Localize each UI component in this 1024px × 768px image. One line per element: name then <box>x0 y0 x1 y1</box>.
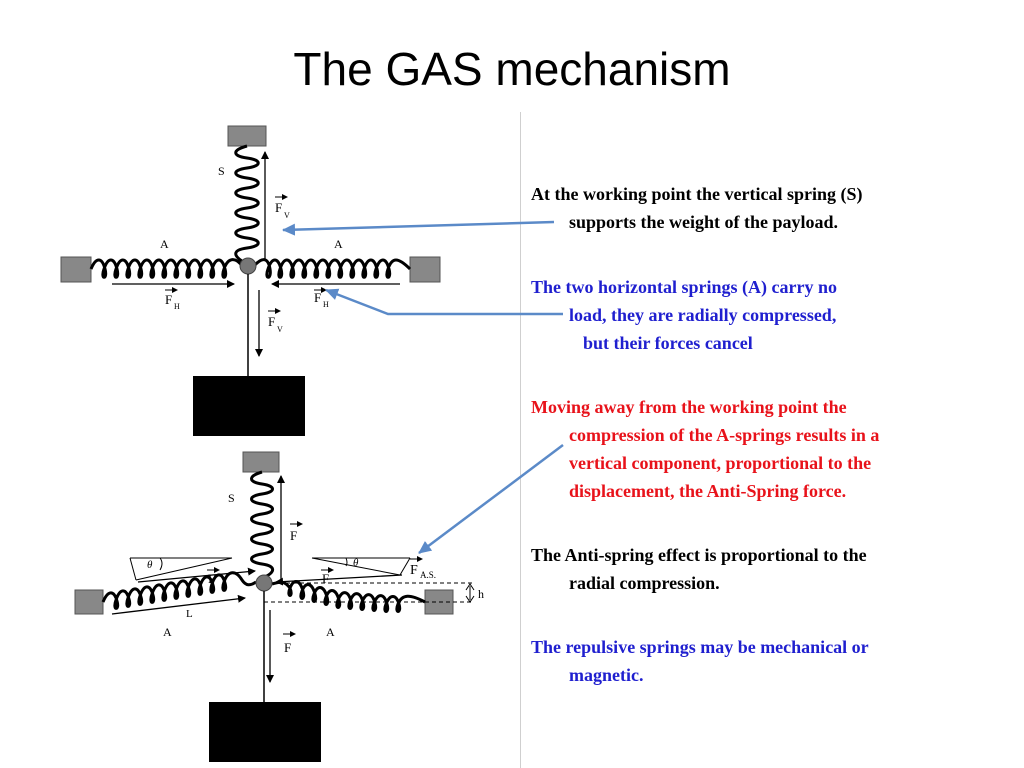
top-label-s: S <box>218 164 225 178</box>
callout-arrow-horizontal-springs <box>325 288 563 316</box>
top-label-fh-left-sub: H <box>174 302 180 311</box>
p2-line2: load, they are radially compressed, <box>569 305 837 325</box>
bottom-right-spring-a <box>271 580 426 613</box>
text-anti-spring-effect: The Anti-spring effect is proportional t… <box>531 541 1009 597</box>
p4-line1: The Anti-spring effect is proportional t… <box>531 545 867 565</box>
theta-left-ray <box>135 557 233 581</box>
bottom-left-spring-a <box>101 571 257 610</box>
top-diagram: S A A F V F H F H F V <box>60 125 441 436</box>
f-left-arrow <box>137 567 256 583</box>
bottom-label-s: S <box>228 491 235 505</box>
left-anchor-block <box>60 256 92 283</box>
bottom-left-anchor-block <box>74 589 104 615</box>
bottom-vertical-spring-s <box>250 470 275 580</box>
top-label-fv-down: F <box>268 314 275 329</box>
vertical-spring-s <box>234 144 260 266</box>
top-label-a-left: A <box>160 237 169 251</box>
p3-line3: vertical component, proportional to the <box>569 453 872 473</box>
bottom-label-theta-right: θ <box>353 557 359 569</box>
callout-arrows <box>282 220 564 554</box>
bottom-label-h: h <box>478 587 484 601</box>
l-dimension-arrow <box>111 594 246 615</box>
p5-line2: magnetic. <box>569 665 644 685</box>
bottom-top-anchor-block <box>242 451 280 473</box>
top-label-fh-right: F <box>314 290 321 305</box>
callout-arrow-anti-spring <box>418 444 564 554</box>
slide-title: The GAS mechanism <box>293 43 731 95</box>
p3-line1: Moving away from the working point the <box>531 397 847 417</box>
top-label-fv-down-sub: V <box>277 325 283 334</box>
right-spring-a <box>252 258 412 279</box>
text-anti-spring-force: Moving away from the working point the c… <box>531 393 1009 505</box>
column-divider <box>520 112 521 768</box>
callout-arrow-vertical-spring <box>282 220 555 236</box>
f-right-arrow <box>275 574 403 586</box>
top-label-fh-right-sub: H <box>323 300 329 309</box>
top-anchor-block <box>227 125 267 147</box>
bottom-label-fas: F <box>410 563 418 578</box>
bottom-label-f-down: F <box>284 640 291 655</box>
right-anchor-block <box>409 256 441 283</box>
p2-line3: but their forces cancel <box>583 333 753 353</box>
top-label-fv-up: F <box>275 200 282 215</box>
p3-line4: displacement, the Anti-Spring force. <box>569 481 847 501</box>
bottom-label-theta-left: θ <box>147 559 153 571</box>
bottom-label-a-left: A <box>163 625 172 639</box>
top-label-fh-left: F <box>165 292 172 307</box>
top-center-node <box>239 257 257 275</box>
bottom-label-a-right: A <box>326 625 335 639</box>
text-repulsive-springs: The repulsive springs may be mechanical … <box>531 633 1009 689</box>
p5-line1: The repulsive springs may be mechanical … <box>531 637 869 657</box>
p3-line2: compression of the A-springs results in … <box>569 425 880 445</box>
p1-line2: supports the weight of the payload. <box>569 212 839 232</box>
bottom-label-f-left: F <box>208 571 215 586</box>
text-working-point: At the working point the vertical spring… <box>531 180 1009 236</box>
p2-line1: The two horizontal springs (A) carry no <box>531 277 837 297</box>
top-label-fv-up-sub: V <box>284 211 290 220</box>
p4-line2: radial compression. <box>569 573 720 593</box>
p1-line1: At the working point the vertical spring… <box>531 184 863 204</box>
bottom-label-l: L <box>186 608 193 620</box>
bottom-center-node <box>255 574 273 592</box>
bottom-diagram: h S F θ θ F F F A.S. L A A F <box>74 451 484 762</box>
top-label-a-right: A <box>334 237 343 251</box>
left-spring-a <box>89 258 244 279</box>
bottom-label-f-up: F <box>290 528 297 543</box>
bottom-payload-mass <box>209 702 321 762</box>
payload-mass <box>193 376 305 436</box>
bottom-label-f-right: F <box>322 571 329 586</box>
text-horizontal-springs: The two horizontal springs (A) carry no … <box>531 273 1009 357</box>
bottom-label-fas-sub: A.S. <box>420 570 436 580</box>
